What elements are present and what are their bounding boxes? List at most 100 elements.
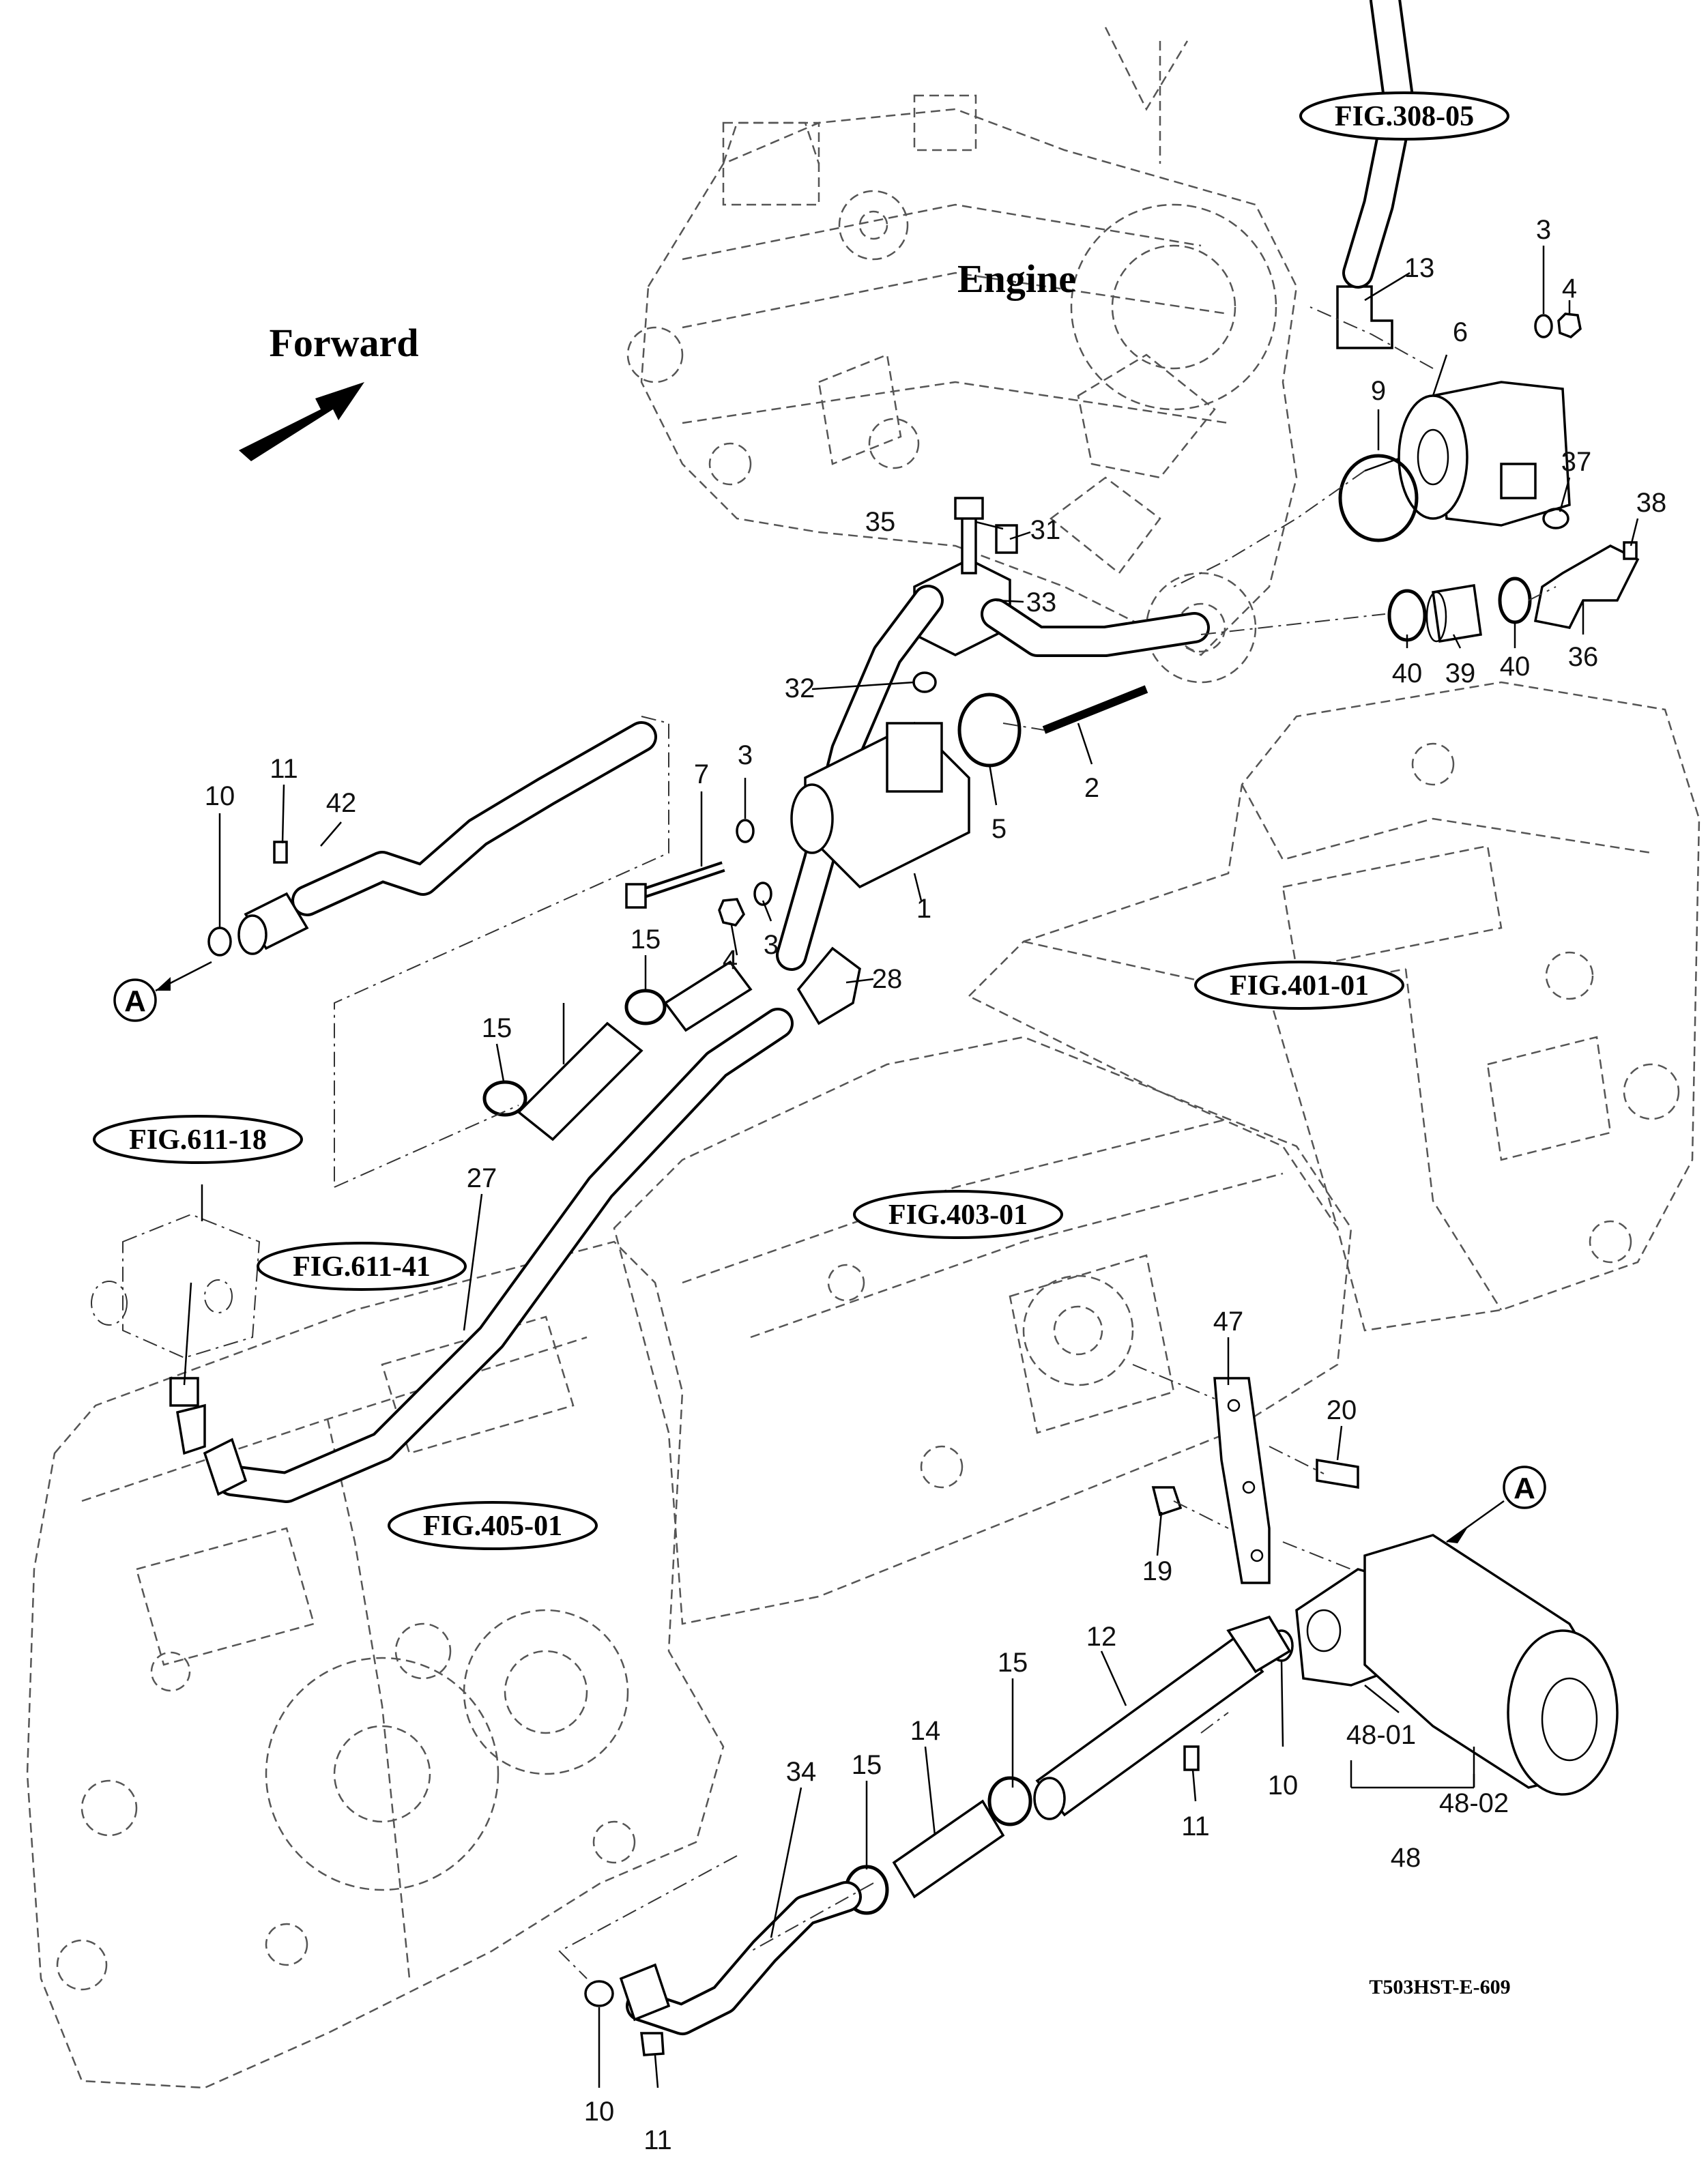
o-ring-small	[584, 1980, 614, 2007]
elbow-fitting	[176, 1403, 206, 1455]
elbow-pipe	[1533, 544, 1640, 629]
callout-a-circle-right	[1503, 1466, 1546, 1509]
part-number: 36	[1568, 642, 1599, 672]
part-number: 32	[785, 673, 815, 703]
part-number: 13	[1404, 253, 1435, 283]
drawing-code: T503HST-E-609	[1369, 1976, 1510, 1998]
fig-ref-611-41[interactable]: FIG.611-41	[257, 1242, 467, 1291]
part-number: 3	[1536, 215, 1551, 245]
part-number: 34	[786, 1757, 817, 1787]
elbow-fitting	[796, 946, 861, 1025]
part-number: 3	[738, 740, 753, 770]
suction-block	[913, 497, 1018, 656]
oil-filter	[1295, 1534, 1619, 1796]
part-number: 48	[1391, 1843, 1421, 1873]
bracket	[1213, 1377, 1271, 1584]
short-hose	[663, 960, 753, 1032]
svg-text:FIG.401-01: FIG.401-01	[1230, 970, 1369, 1002]
svg-text:FIG.611-18: FIG.611-18	[129, 1124, 267, 1156]
part-number: 48-01	[1346, 1720, 1416, 1750]
callout-a-right: A	[1514, 1472, 1535, 1505]
transmission-housing-outline	[26, 681, 1700, 2089]
bolt-small	[273, 841, 288, 864]
part-number: 14	[910, 1716, 941, 1746]
bolt	[1151, 1486, 1183, 1517]
part-number: 48-02	[1439, 1788, 1509, 1818]
part-number: 27	[467, 1163, 497, 1193]
bolt-small	[1183, 1745, 1200, 1771]
part-number: 10	[205, 781, 235, 811]
part-number: 28	[872, 964, 903, 994]
bolt	[1623, 541, 1638, 560]
valve-block	[91, 1213, 261, 1359]
nut	[718, 898, 746, 927]
fig-ref-405-01[interactable]: FIG.405-01	[388, 1501, 598, 1550]
part-number: 15	[631, 924, 661, 955]
fig-ref-403-01[interactable]: FIG.403-01	[853, 1190, 1063, 1239]
part-number: 11	[270, 754, 298, 784]
hose-clamp	[482, 1080, 527, 1117]
forward-arrow	[239, 382, 364, 461]
part-number: 7	[694, 759, 709, 789]
fig-ref-308-05[interactable]: FIG.308-05	[1299, 91, 1509, 141]
part-number: 42	[326, 788, 357, 818]
washer	[753, 881, 772, 906]
short-hose	[517, 1021, 643, 1141]
washer	[736, 819, 755, 843]
fig-ref-611-18[interactable]: FIG.611-18	[93, 1115, 303, 1164]
engine-outline	[626, 0, 1407, 684]
part-number: 10	[1268, 1771, 1299, 1801]
leader-lines	[183, 246, 1639, 2088]
part-number: 40	[1500, 652, 1531, 682]
part-number: 15	[998, 1648, 1028, 1678]
svg-text:FIG.308-05: FIG.308-05	[1335, 101, 1474, 132]
nut	[1557, 312, 1582, 339]
hose-clamp	[987, 1776, 1032, 1826]
short-hose	[892, 1799, 1005, 1899]
part-number: 31	[1030, 515, 1061, 545]
forward-label: Forward	[269, 321, 418, 365]
fig-ref-401-01[interactable]: FIG.401-01	[1194, 961, 1404, 1010]
part-number: 1	[916, 894, 931, 924]
o-ring-small	[207, 927, 232, 957]
engine-label: Engine	[957, 257, 1076, 301]
callout-a-left: A	[124, 985, 146, 1018]
svg-text:FIG.405-01: FIG.405-01	[423, 1511, 562, 1542]
part-number: 35	[865, 507, 896, 537]
o-ring-small	[912, 671, 937, 693]
hose-fitting	[203, 1438, 248, 1496]
part-number-labels: 1 2 3 3 3 4 4 5 6 7 9 10 10 10 11 11 11 …	[205, 215, 1667, 2155]
hose-fitting	[237, 892, 309, 955]
hose-clamp	[624, 989, 667, 1025]
part-number: 4	[723, 945, 738, 975]
hose-clamp	[1498, 577, 1532, 624]
part-number: 38	[1636, 488, 1667, 518]
steel-pipe	[1033, 1615, 1292, 1820]
part-number: 2	[1084, 773, 1099, 803]
hydraulic-pump	[1364, 381, 1571, 527]
stud	[1042, 685, 1148, 734]
part-number: 15	[482, 1013, 512, 1043]
part-number: 4	[1562, 274, 1577, 304]
part-number: 47	[1213, 1307, 1244, 1337]
bolt	[640, 2032, 665, 2056]
o-ring	[1338, 454, 1419, 542]
part-number: 10	[584, 2097, 615, 2127]
part-number: 40	[1392, 658, 1423, 688]
svg-text:FIG.611-41: FIG.611-41	[293, 1251, 431, 1283]
o-ring-large	[957, 693, 1022, 768]
part-number: 3	[764, 930, 779, 960]
part-number: 39	[1445, 658, 1476, 688]
part-number: 33	[1026, 587, 1057, 617]
part-number: 9	[1371, 376, 1386, 406]
bolt	[1316, 1458, 1359, 1489]
pipe-flange	[619, 1963, 671, 2022]
hose-clamp	[1387, 589, 1427, 642]
filter-housing	[790, 721, 970, 889]
svg-text:FIG.403-01: FIG.403-01	[888, 1199, 1028, 1231]
part-number: 6	[1453, 317, 1468, 347]
long-bolt	[625, 861, 725, 909]
part-number: 19	[1142, 1556, 1173, 1586]
part-number: 12	[1086, 1622, 1117, 1652]
